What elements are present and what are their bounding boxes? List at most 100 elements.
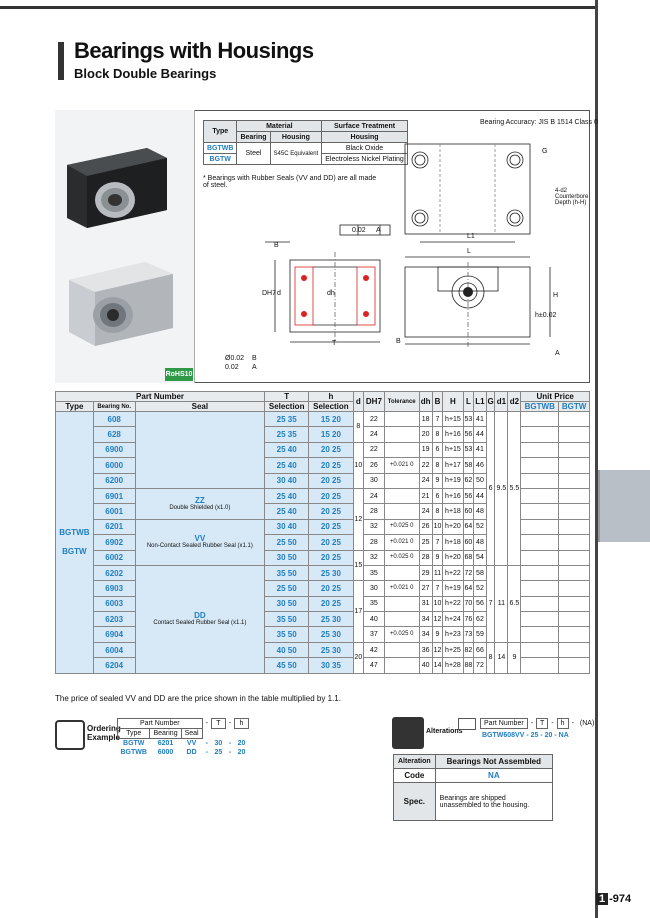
price-bgtwb[interactable]	[520, 611, 560, 628]
mt-type-header: Type	[202, 120, 238, 143]
t-selection: 25 40	[264, 487, 310, 505]
dh7-cell: 32	[363, 549, 385, 566]
l-cell: 72	[462, 564, 475, 582]
b-cell: 12	[431, 641, 444, 659]
price-bgtw[interactable]	[558, 595, 590, 613]
dh7-cell: 24	[363, 426, 385, 443]
price-bgtwb[interactable]	[520, 595, 560, 613]
price-bgtw[interactable]	[558, 472, 590, 489]
l-cell: 53	[462, 441, 475, 459]
alterations-icon	[392, 717, 424, 749]
price-bgtwb[interactable]	[520, 564, 560, 582]
th-h: h	[308, 391, 354, 402]
bearing-no: 6901	[92, 487, 136, 505]
price-bgtw[interactable]	[558, 518, 590, 536]
dh-cell: 40	[418, 657, 433, 674]
alt-code: NA	[434, 768, 554, 783]
price-bgtwb[interactable]	[520, 457, 560, 474]
price-bgtwb[interactable]	[520, 472, 560, 489]
hh-cell: h+18	[442, 503, 464, 520]
price-bgtwb[interactable]	[520, 657, 560, 674]
dh-cell: 34	[418, 611, 433, 628]
side-tab[interactable]	[598, 470, 650, 542]
price-bgtw[interactable]	[558, 626, 590, 643]
price-bgtw[interactable]	[558, 641, 590, 659]
ord-h-header: h	[234, 718, 249, 729]
price-bgtw[interactable]	[558, 441, 590, 459]
price-bgtwb[interactable]	[520, 580, 560, 597]
t-selection: 25 40	[264, 503, 310, 520]
th-hh: H	[442, 391, 464, 412]
ord-cell: BGTW	[123, 740, 145, 747]
l1-cell: 52	[473, 518, 487, 536]
th-t-selection: Selection	[264, 401, 310, 412]
dh7-cell: 26	[363, 457, 385, 474]
page-prefix: 1	[596, 893, 609, 905]
l1-cell: 62	[473, 611, 487, 628]
price-bgtw[interactable]	[558, 534, 590, 551]
t-selection: 25 40	[264, 457, 310, 474]
dh7-cell: 47	[363, 657, 385, 674]
tolerance-cell	[383, 472, 420, 489]
tolerance-cell	[383, 426, 420, 443]
price-bgtwb[interactable]	[520, 641, 560, 659]
b-cell: 8	[431, 503, 444, 520]
price-bgtwb[interactable]	[520, 426, 560, 443]
alteration-part-table: Part Number-T-h-(NA)	[480, 718, 597, 729]
bearing-no: 6003	[92, 595, 136, 613]
price-bgtw[interactable]	[558, 549, 590, 566]
price-bgtw[interactable]	[558, 457, 590, 474]
price-bgtw[interactable]	[558, 564, 590, 582]
d-cell: 15	[352, 549, 365, 582]
tol-ref: A	[376, 227, 381, 234]
price-bgtwb[interactable]	[520, 534, 560, 551]
dim-h: h±0.02	[535, 312, 557, 319]
price-bgtw[interactable]	[558, 657, 590, 674]
tol-ref: A	[252, 364, 257, 371]
b-cell: 6	[431, 441, 444, 459]
price-footnote: The price of sealed VV and DD are the pr…	[55, 694, 341, 703]
l1-cell: 46	[473, 457, 487, 474]
product-image	[67, 148, 173, 346]
price-bgtw[interactable]	[558, 503, 590, 520]
price-bgtwb[interactable]	[520, 503, 560, 520]
price-bgtwb[interactable]	[520, 487, 560, 505]
ord-part-header: Part Number	[117, 718, 203, 729]
dh-cell: 22	[418, 457, 433, 474]
price-bgtwb[interactable]	[520, 626, 560, 643]
t-selection: 25 35	[264, 410, 310, 428]
tolerance-cell	[383, 641, 420, 659]
dh7-cell: 28	[363, 534, 385, 551]
dh7-cell: 35	[363, 564, 385, 582]
price-bgtw[interactable]	[558, 487, 590, 505]
ord-cell: 30	[214, 739, 223, 747]
th-h-selection: Selection	[308, 401, 354, 412]
dh7-cell: 40	[363, 611, 385, 628]
dim-h-big: H	[553, 292, 559, 299]
price-bgtw[interactable]	[558, 611, 590, 628]
b-cell: 9	[431, 549, 444, 566]
page-num: 974	[612, 893, 632, 905]
price-bgtw[interactable]	[558, 426, 590, 443]
h-selection: 20 25	[308, 503, 354, 520]
spec-table: Part Number T h d DH7 Tolerance dh B H L…	[54, 391, 590, 674]
bearing-no: 6903	[92, 580, 136, 597]
price-bgtwb[interactable]	[520, 441, 560, 459]
price-bgtwb[interactable]	[520, 549, 560, 566]
price-bgtwb[interactable]	[520, 518, 560, 536]
price-bgtw[interactable]	[558, 410, 590, 428]
l-cell: 62	[462, 472, 475, 489]
dim-l: L	[467, 248, 471, 255]
price-bgtwb[interactable]	[520, 410, 560, 428]
price-bgtw[interactable]	[558, 580, 590, 597]
hh-cell: h+25	[442, 641, 464, 659]
dh-cell: 24	[418, 503, 433, 520]
t-selection: 25 40	[264, 441, 310, 459]
dim-dh: dh	[327, 290, 335, 297]
dh-cell: 26	[418, 518, 433, 536]
